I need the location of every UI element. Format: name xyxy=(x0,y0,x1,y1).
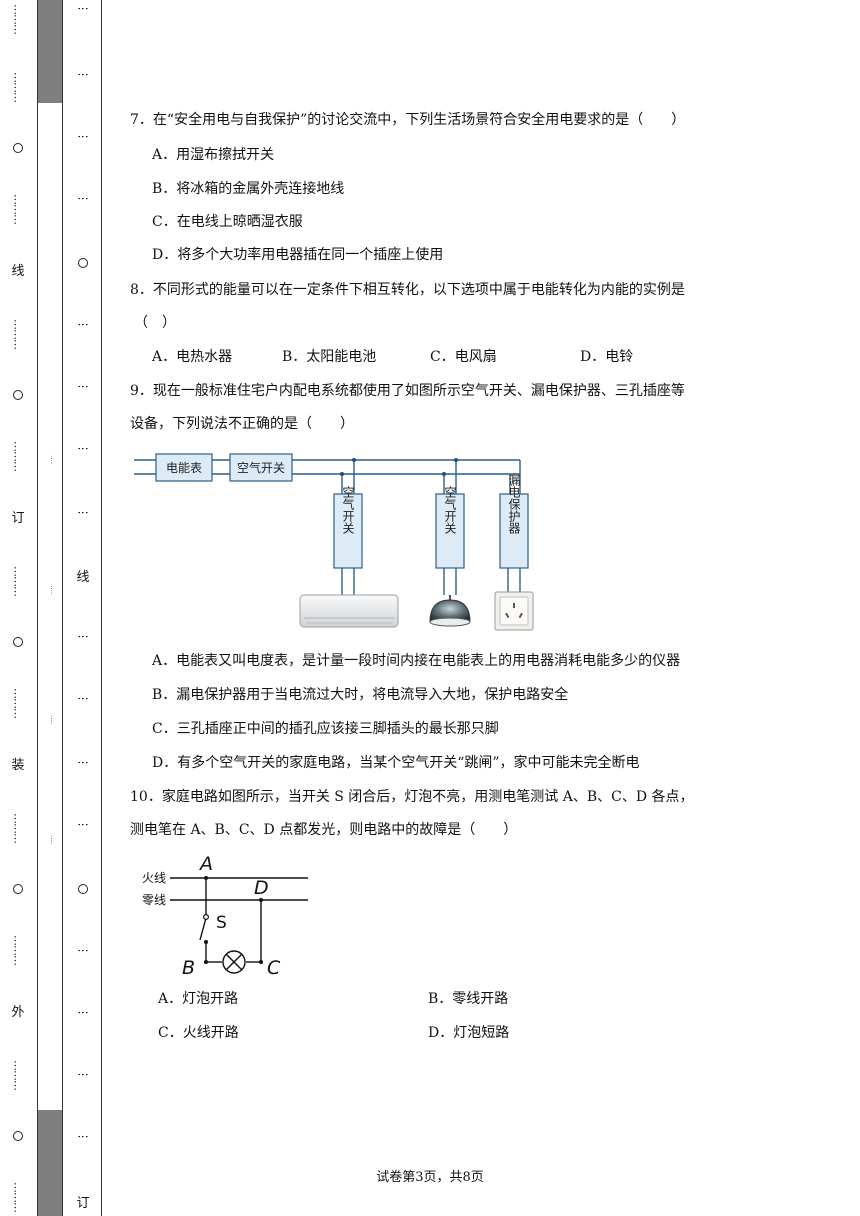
question-8-option-c: C．电风扇 xyxy=(430,349,497,365)
dotted-line: ……… xyxy=(11,4,25,34)
binding-hole-circle xyxy=(13,884,23,894)
distribution-system-figure: 电能表 空气开关 空气开关 空气开关 漏电保护器 xyxy=(134,453,534,631)
dotted-line: ⋮ xyxy=(76,319,90,329)
dotted-line: ……… xyxy=(11,441,25,471)
dotted-line: ……… xyxy=(11,813,25,843)
dotted-line: ⋮ xyxy=(76,507,90,517)
binding-margin-inner: ⋮ ⋮ ⋮ ⋮ ⋮ ⋮ ⋮ ⋮ 线 ⋮ ⋮ ⋮ ⋮ ⋮ ⋮ ⋮ ⋮ 订 xyxy=(64,0,102,1216)
three-pin-socket-icon xyxy=(494,591,534,631)
question-10-option-b: B．零线开路 xyxy=(428,991,509,1007)
dotted-line: ……… xyxy=(11,319,25,349)
margin-label-order-inner: 订 xyxy=(76,1196,90,1211)
point-a-label: A xyxy=(198,853,213,875)
binding-margin-outer: ……… ……… ……… 线 ……… ……… 订 ……… ……… 装 ……… ……… xyxy=(0,0,36,1216)
binding-hole-circle xyxy=(13,143,23,153)
question-9-stem: 9．现在一般标准住宅户内配电系统都使用了如图所示空气开关、漏电保护器、三孔插座等 xyxy=(130,383,685,399)
dotted-line: ……… xyxy=(11,1060,25,1090)
binding-hole-circle xyxy=(78,884,88,894)
main-switch-label: 空气开关 xyxy=(237,460,285,475)
question-10-option-c: C．火线开路 xyxy=(158,1025,239,1041)
household-circuit-figure: 火线 零线 A D B C S xyxy=(142,853,308,979)
question-10-stem-cont: 测电笔在 A、B、C、D 点都发光，则电路中的故障是（ ） xyxy=(130,822,518,838)
dotted-line: ……… xyxy=(11,566,25,596)
question-8-option-b: B．太阳能电池 xyxy=(282,349,377,365)
point-b-label: B xyxy=(182,957,195,979)
binding-strip: ‥‥ ‥‥ ‥‥ ‥‥ xyxy=(37,0,63,1216)
neutral-wire-label: 零线 xyxy=(142,893,166,907)
binding-hole-circle xyxy=(13,390,23,400)
question-7-stem: 7．在“安全用电与自我保护”的讨论交流中，下列生活场景符合安全用电要求的是（ ） xyxy=(130,112,686,128)
margin-label-outer: 外 xyxy=(11,1005,25,1020)
strip-shade-top xyxy=(38,0,62,103)
dotted-line: ⋮ xyxy=(76,131,90,141)
dotted-line: ⋮ xyxy=(76,443,90,453)
strip-shade-bottom xyxy=(38,1110,62,1216)
meter-label: 电能表 xyxy=(166,461,202,475)
dotted-line: ⋮ xyxy=(76,1007,90,1017)
point-d-label: D xyxy=(254,877,269,899)
air-conditioner-icon xyxy=(299,594,399,628)
strip-fill-line: ‥‥ xyxy=(49,585,57,595)
binding-hole-circle xyxy=(13,637,23,647)
dotted-line: ⋮ xyxy=(76,193,90,203)
binding-hole-circle xyxy=(13,1131,23,1141)
question-8-stem: 8．不同形式的能量可以在一定条件下相互转化，以下选项中属于电能转化为内能的实例是 xyxy=(130,282,685,298)
dotted-line: ……… xyxy=(11,1182,25,1212)
dotted-line: ……… xyxy=(11,935,25,965)
branch2-label: 空气开关 xyxy=(443,486,457,534)
question-10-option-a: A．灯泡开路 xyxy=(158,991,239,1007)
point-c-label: C xyxy=(267,957,281,979)
margin-label-line-inner: 线 xyxy=(76,570,90,585)
branch1-label: 空气开关 xyxy=(341,486,355,534)
strip-fill-line: ‥‥ xyxy=(49,715,57,725)
question-8-stem-cont: （ ） xyxy=(134,315,176,331)
dotted-line: ⋮ xyxy=(76,945,90,955)
live-wire-label: 火线 xyxy=(142,871,166,885)
dotted-line: ⋮ xyxy=(76,631,90,641)
question-9-option-a: A．电能表又叫电度表，是计量一段时间内接在电能表上的用电器消耗电能多少的仪器 xyxy=(152,653,681,669)
bulb-icon xyxy=(222,950,246,974)
question-10-option-d: D．灯泡短路 xyxy=(428,1025,510,1041)
dotted-line: ……… xyxy=(11,72,25,102)
strip-fill-line: ‥‥ xyxy=(49,835,57,845)
dotted-line: ⋮ xyxy=(76,1131,90,1141)
question-9-stem-cont: 设备，下列说法不正确的是（ ） xyxy=(130,416,354,432)
margin-label-bind: 装 xyxy=(11,758,25,773)
question-9-option-c: C．三孔插座正中间的插孔应该接三脚插头的最长那只脚 xyxy=(152,721,499,737)
dotted-line: ⋮ xyxy=(76,381,90,391)
dotted-line: ⋮ xyxy=(76,757,90,767)
strip-fill-line: ‥‥ xyxy=(49,455,57,465)
page-footer: 试卷第3页，共8页 xyxy=(376,1170,484,1185)
dotted-line: ……… xyxy=(11,194,25,224)
margin-label-order: 订 xyxy=(11,511,25,526)
question-9-option-d: D．有多个空气开关的家庭电路，当某个空气开关“跳闸”，家中可能未完全断电 xyxy=(152,755,640,771)
switch-s-label: S xyxy=(216,913,227,933)
dotted-line: ⋮ xyxy=(76,1069,90,1079)
question-7-option-c: C．在电线上晾晒湿衣服 xyxy=(152,214,303,230)
dotted-line: ……… xyxy=(11,688,25,718)
ceiling-lamp-icon xyxy=(429,595,471,627)
dotted-line: ⋮ xyxy=(76,69,90,79)
dotted-line: ⋮ xyxy=(76,819,90,829)
question-8-option-d: D．电铃 xyxy=(580,349,634,365)
question-7-option-d: D．将多个大功率用电器插在同一个插座上使用 xyxy=(152,247,444,263)
branch3-label: 漏电保护器 xyxy=(507,474,521,535)
question-7-option-a: A．用湿布擦拭开关 xyxy=(152,147,275,163)
question-8-option-a: A．电热水器 xyxy=(152,349,233,365)
question-10-stem: 10．家庭电路如图所示，当开关 S 闭合后，灯泡不亮，用测电笔测试 A、B、C、… xyxy=(130,789,694,805)
binding-hole-circle xyxy=(78,258,88,268)
dotted-line: ⋮ xyxy=(76,3,90,13)
dotted-line: ⋮ xyxy=(76,693,90,703)
question-7-option-b: B．将冰箱的金属外壳连接地线 xyxy=(152,181,345,197)
margin-label-line: 线 xyxy=(11,264,25,279)
question-9-option-b: B．漏电保护器用于当电流过大时，将电流导入大地，保护电路安全 xyxy=(152,687,569,703)
